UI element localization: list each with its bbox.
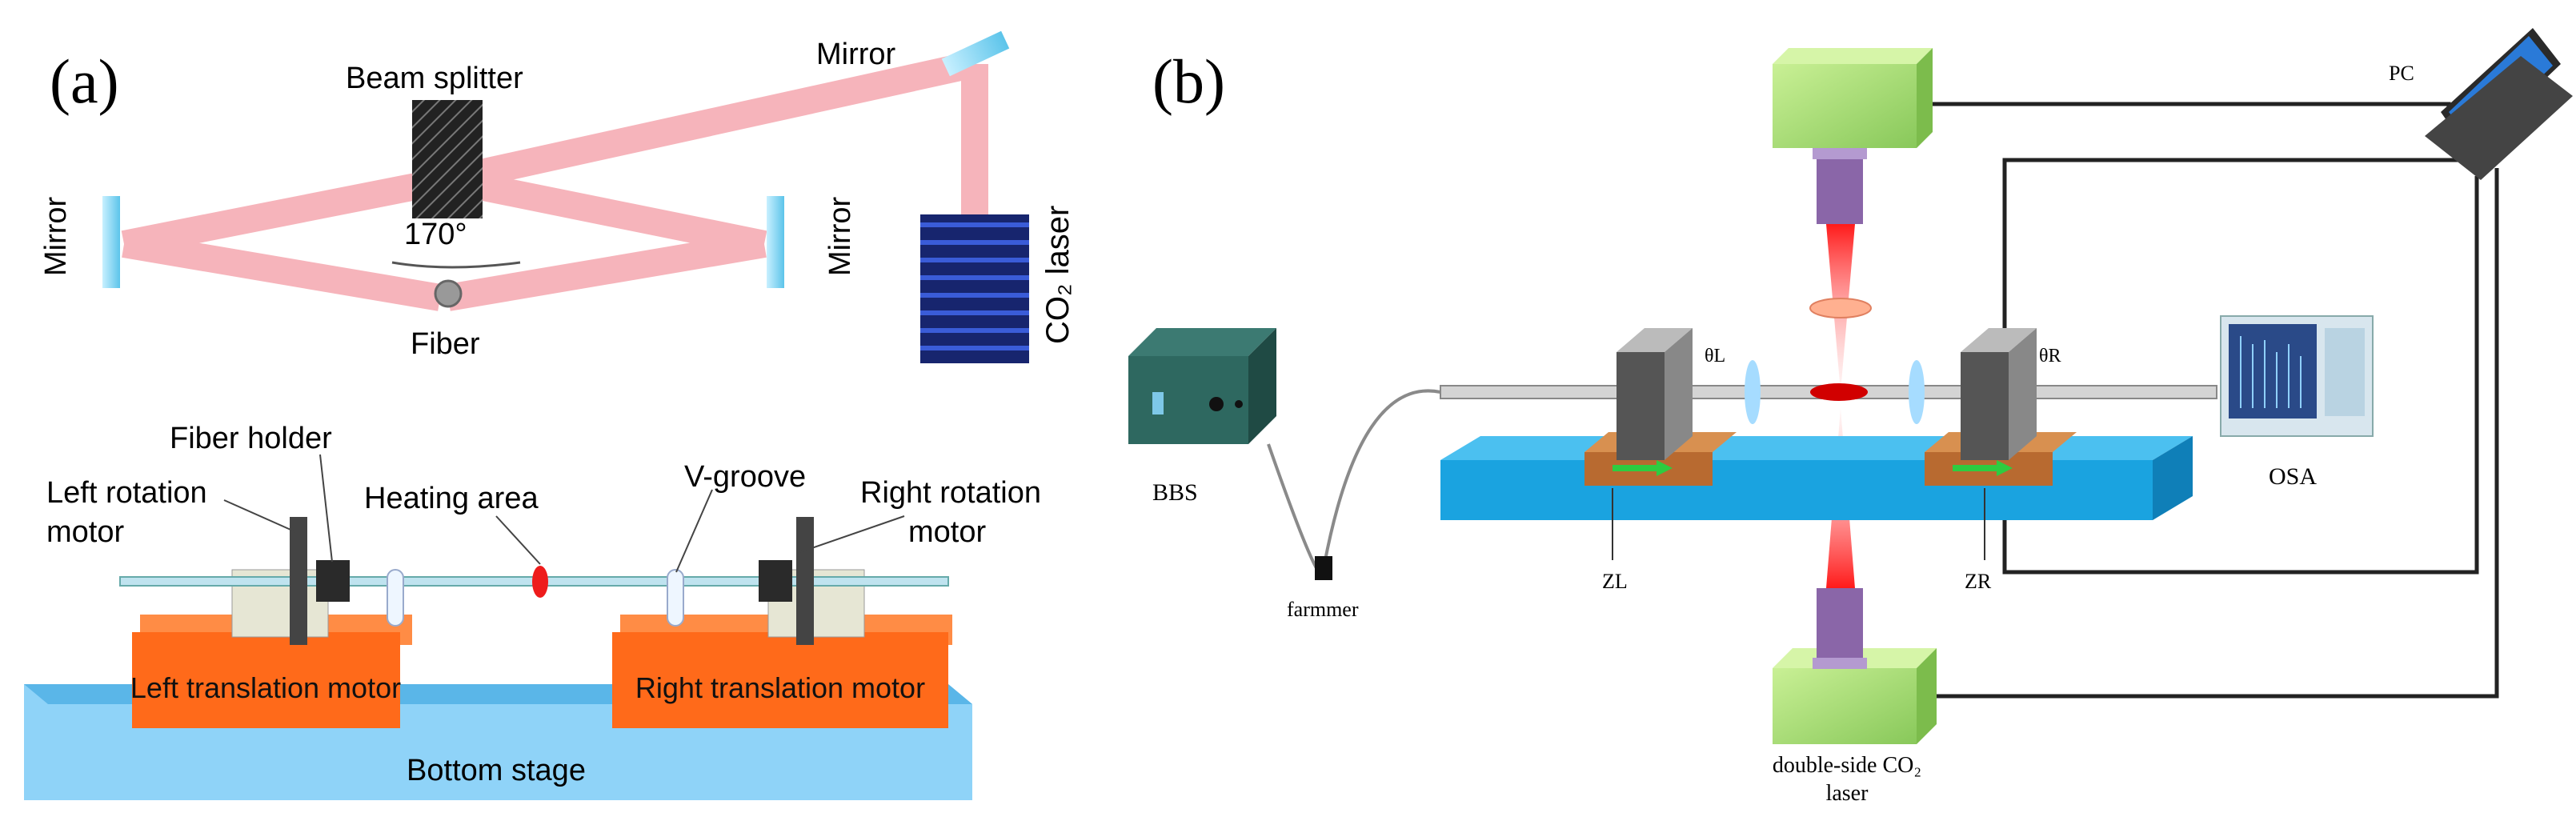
label-mirror-left: Mirror bbox=[39, 196, 73, 276]
label-bbs: BBS bbox=[1152, 479, 1198, 506]
heating-area-spot bbox=[532, 566, 548, 598]
left-stage-assembly bbox=[1584, 328, 1737, 486]
label-mirror-right: Mirror bbox=[823, 196, 857, 276]
mirror-left bbox=[102, 196, 120, 288]
left-rotation-motor bbox=[290, 517, 307, 645]
label-right-translation-motor: Right translation motor bbox=[635, 671, 925, 704]
co2-laser-head-top bbox=[1773, 48, 1933, 392]
label-left-rotation-line1: Left rotation bbox=[46, 476, 207, 510]
label-right-rotation-line1: Right rotation bbox=[860, 476, 1041, 510]
label-heating-area: Heating area bbox=[364, 482, 539, 515]
right-v-groove bbox=[667, 569, 684, 627]
heating-spot bbox=[1810, 383, 1868, 401]
label-left-translation-motor: Left translation motor bbox=[130, 671, 401, 704]
optical-bench-side bbox=[2153, 436, 2193, 520]
angle-arc bbox=[391, 261, 521, 269]
label-z-r: ZR bbox=[1965, 570, 1992, 593]
pc-laptop bbox=[2425, 28, 2573, 180]
label-fiber-holder: Fiber holder bbox=[170, 422, 332, 455]
label-right-rotation-line2: motor bbox=[908, 515, 986, 549]
label-mirror-top: Mirror bbox=[816, 38, 896, 71]
label-farmmer: farmmer bbox=[1287, 598, 1359, 621]
panel-b: (b) bbox=[1128, 28, 2573, 806]
label-z-l: ZL bbox=[1602, 570, 1628, 593]
label-v-groove: V-groove bbox=[684, 460, 806, 494]
mirror-top bbox=[941, 30, 1010, 77]
fiber-path bbox=[1267, 389, 2217, 578]
osa-device bbox=[2220, 315, 2374, 437]
left-v-groove bbox=[387, 569, 404, 627]
right-rotation-motor bbox=[796, 517, 814, 645]
right-fiber-holder bbox=[759, 560, 792, 602]
right-translation-motor: Right translation motor bbox=[612, 615, 952, 728]
label-theta-r: θR bbox=[2039, 346, 2061, 366]
beam-splitter bbox=[412, 100, 483, 218]
label-double-side-line2: laser bbox=[1826, 781, 1869, 806]
panel-b-tag: (b) bbox=[1152, 46, 1225, 116]
laser-beam-paths bbox=[121, 50, 988, 311]
callout-lines bbox=[223, 454, 905, 573]
label-fiber: Fiber bbox=[411, 327, 480, 361]
lens-right bbox=[1909, 360, 1925, 424]
label-beam-splitter: Beam splitter bbox=[346, 62, 523, 95]
left-translation-motor: Left translation motor bbox=[130, 615, 412, 728]
left-fiber-holder bbox=[316, 560, 350, 602]
optical-bench-top bbox=[1440, 436, 2193, 460]
label-left-rotation-line2: motor bbox=[46, 515, 124, 549]
label-angle: 170° bbox=[404, 218, 467, 251]
bbs-device bbox=[1128, 328, 1276, 444]
panel-a-tag: (a) bbox=[50, 46, 119, 116]
label-theta-l: θL bbox=[1705, 346, 1725, 366]
label-co2-laser: CO₂ laser bbox=[1040, 206, 1076, 344]
label-pc: PC bbox=[2389, 62, 2414, 85]
mirror-right bbox=[767, 196, 784, 288]
label-double-side-line1: double-side CO₂ bbox=[1773, 753, 1921, 778]
co2-laser bbox=[920, 214, 1029, 363]
lens-left bbox=[1745, 360, 1761, 424]
label-osa: OSA bbox=[2269, 463, 2317, 490]
farmmer-icon bbox=[1315, 556, 1332, 580]
label-bottom-stage: Bottom stage bbox=[407, 754, 586, 787]
fiber-cross-section bbox=[434, 279, 463, 308]
panel-a: (a) Mirror Mirror Mirror Beam splitter 1… bbox=[24, 30, 1076, 800]
right-stage-assembly bbox=[1925, 328, 2077, 486]
